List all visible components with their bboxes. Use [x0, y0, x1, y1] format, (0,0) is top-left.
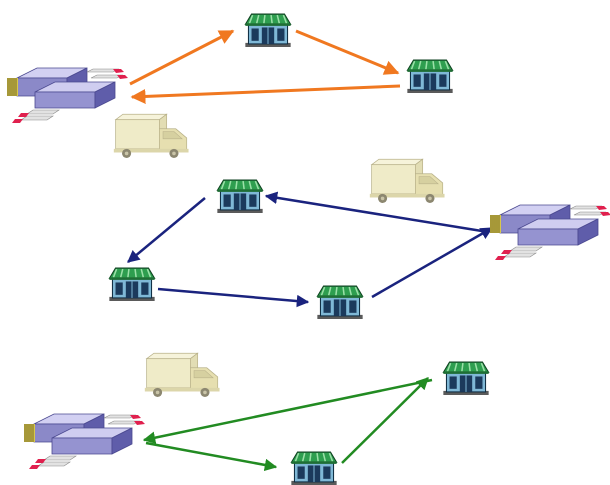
delivery-truck-icon	[369, 158, 446, 204]
green-route	[142, 377, 433, 472]
route-leg	[130, 84, 401, 104]
store-icon	[244, 13, 292, 47]
route-leg	[157, 287, 310, 308]
store-icon	[290, 451, 338, 485]
store-icon	[442, 361, 490, 395]
store-icon	[216, 179, 264, 213]
orange-route	[129, 29, 401, 104]
route-leg	[127, 197, 206, 263]
store-icon	[108, 267, 156, 301]
store-icon	[406, 59, 454, 93]
route-leg	[142, 378, 433, 444]
route-leg	[145, 441, 278, 472]
delivery-truck-icon	[113, 113, 190, 159]
route-leg	[129, 29, 235, 86]
store-icon	[316, 285, 364, 319]
route-leg	[341, 377, 429, 464]
delivery-truck-icon	[144, 352, 221, 398]
route-leg	[295, 29, 400, 75]
route-leg	[371, 226, 494, 299]
warehouse-icon	[489, 204, 610, 261]
warehouse-icon	[6, 67, 129, 124]
route-leg	[264, 191, 489, 234]
warehouse-icon	[23, 413, 146, 470]
navy-route	[127, 191, 494, 308]
